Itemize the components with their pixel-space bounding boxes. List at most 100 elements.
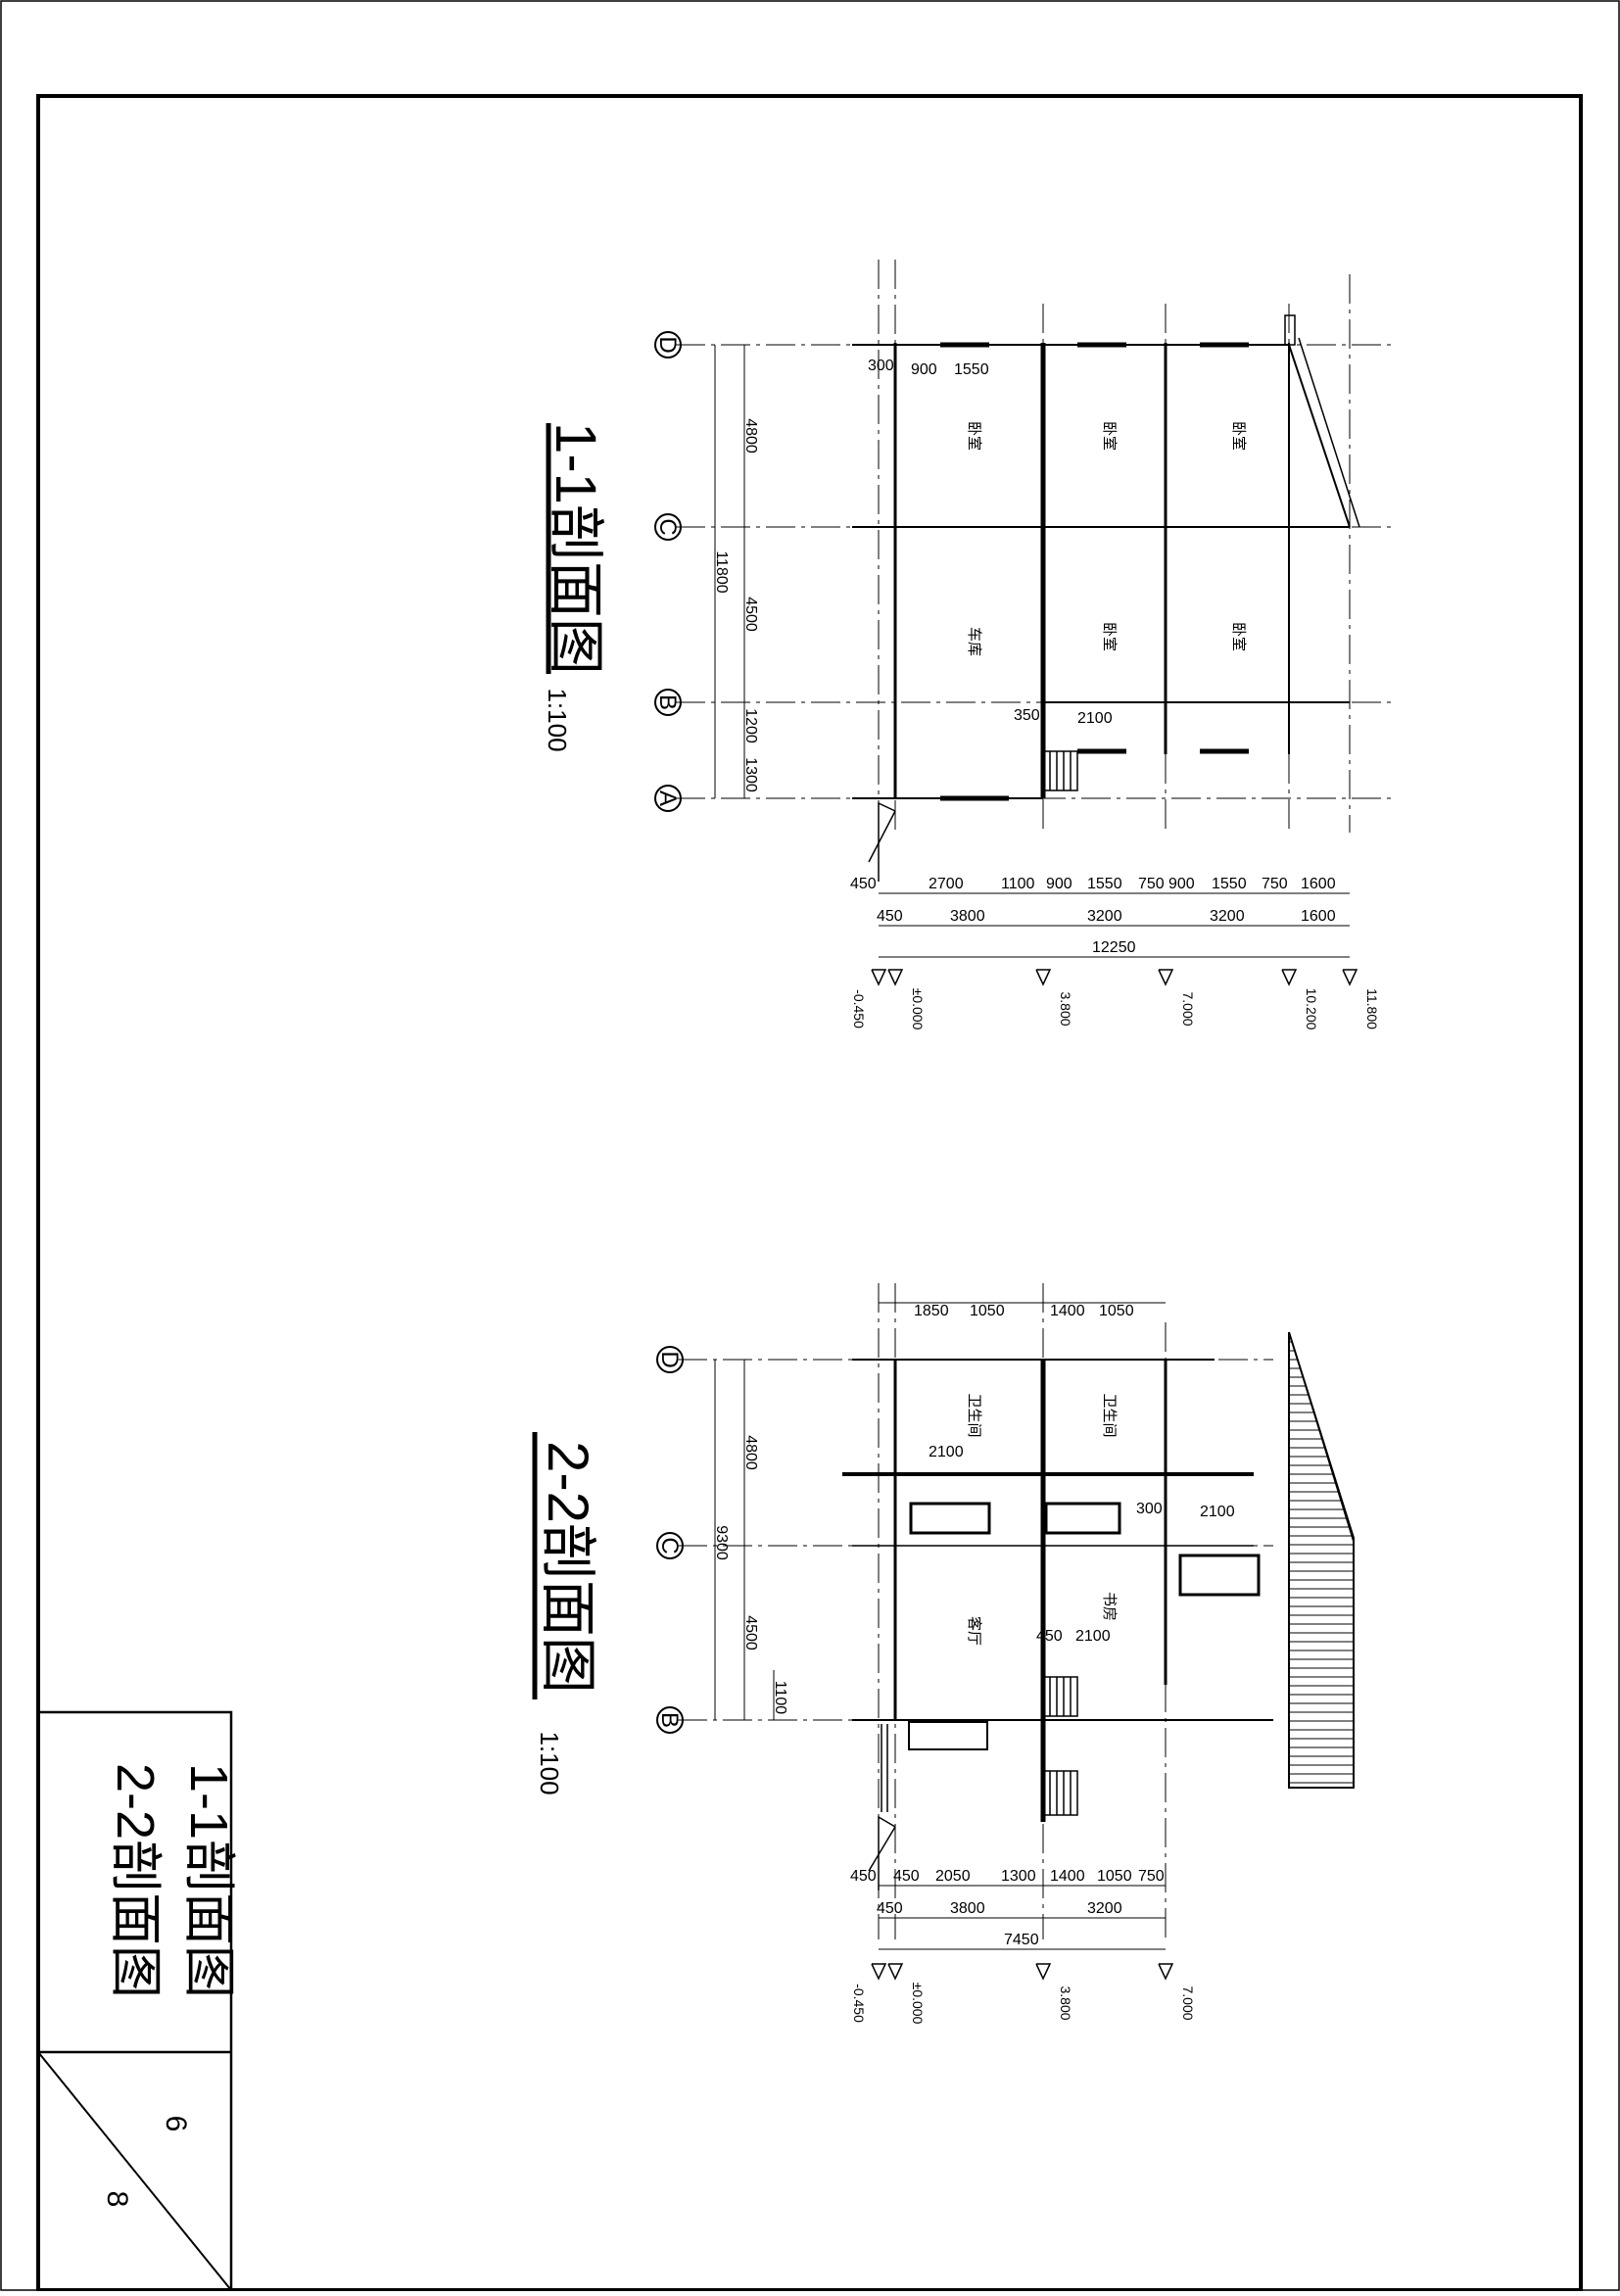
elevation-label: 3.800 bbox=[1058, 991, 1073, 1026]
axis-lines bbox=[676, 344, 1391, 799]
dim-label: 12250 bbox=[1092, 939, 1136, 956]
inner-frame bbox=[36, 94, 1583, 2292]
section-scale: 1:100 bbox=[543, 688, 572, 751]
elevation-label: 3.800 bbox=[1058, 1985, 1073, 2020]
dim-label: 900 bbox=[1168, 876, 1195, 892]
axis-bubble-d bbox=[656, 1346, 684, 1373]
axis-bubble-b bbox=[656, 1706, 684, 1734]
elevation-label: 7.000 bbox=[1180, 1985, 1196, 2020]
dim-label: 450 bbox=[877, 1900, 903, 1917]
dim-label: 1100 bbox=[1001, 876, 1035, 892]
room-label: 卫生间 bbox=[1101, 1393, 1118, 1437]
parapet bbox=[1284, 314, 1296, 346]
section-2-2 bbox=[656, 1283, 1355, 1981]
room-label: 车库 bbox=[966, 627, 982, 656]
axis-label: D bbox=[654, 336, 681, 353]
elevation-label: -0.450 bbox=[851, 1984, 867, 2023]
axis-label: C bbox=[656, 1537, 683, 1554]
elevation-label: -0.450 bbox=[851, 989, 867, 1028]
axis-bubble-c bbox=[656, 1532, 684, 1559]
dim-label: 1050 bbox=[1097, 1868, 1132, 1885]
dim-label: 450 bbox=[850, 1868, 877, 1885]
dim-label: 1050 bbox=[970, 1303, 1005, 1319]
axis-bubble-d bbox=[654, 331, 682, 359]
dim-label: 900 bbox=[1046, 876, 1072, 892]
roof-hatch bbox=[1288, 1331, 1355, 1789]
dim-label: 4800 bbox=[742, 1435, 759, 1470]
dim-label: 450 bbox=[893, 1868, 920, 1885]
dim-label: 2100 bbox=[929, 1444, 964, 1460]
dim-label: 1300 bbox=[1001, 1868, 1036, 1885]
sheet-number: 6 bbox=[160, 2116, 192, 2132]
dim-label: 1300 bbox=[742, 757, 759, 792]
dim-label: 1100 bbox=[772, 1681, 788, 1715]
dim-label: 3200 bbox=[1087, 908, 1122, 925]
section-2-2-labels: D C B 9300 4800 4500 1100 1850 1050 1400… bbox=[532, 1303, 1235, 2025]
dim-label: 1600 bbox=[1301, 908, 1336, 925]
dim-label: 3200 bbox=[1210, 908, 1245, 925]
dim-label: 450 bbox=[877, 908, 903, 925]
dim-label: 1550 bbox=[954, 361, 989, 378]
dim-label: 1600 bbox=[1301, 876, 1336, 892]
dim-label: 450 bbox=[850, 876, 877, 892]
dim-label: 1550 bbox=[1087, 876, 1122, 892]
room-label: 卧室 bbox=[1230, 622, 1247, 651]
dim-label: 3800 bbox=[950, 1900, 985, 1917]
dim-label: 2050 bbox=[935, 1868, 971, 1885]
axis-bubble-a bbox=[654, 785, 682, 812]
dim-label: 1400 bbox=[1050, 1868, 1085, 1885]
dim-label: 1400 bbox=[1050, 1303, 1085, 1319]
dim-label: 9300 bbox=[713, 1525, 730, 1560]
axis-label: A bbox=[654, 790, 681, 806]
door-opening bbox=[1044, 1502, 1121, 1535]
dim-label: 750 bbox=[1138, 876, 1165, 892]
dim-label: 2100 bbox=[1075, 1628, 1111, 1645]
section-scale: 1:100 bbox=[535, 1731, 564, 1794]
stair-b bbox=[1042, 750, 1078, 791]
dim-label: 300 bbox=[868, 358, 894, 374]
dim-label: 11800 bbox=[713, 550, 730, 593]
door-opening bbox=[909, 1502, 991, 1535]
dim-label: 750 bbox=[1138, 1868, 1165, 1885]
dim-label: 3800 bbox=[950, 908, 985, 925]
room-label: 客厅 bbox=[966, 1616, 982, 1646]
elevation-label: 10.200 bbox=[1304, 988, 1319, 1030]
dim-label: 4500 bbox=[742, 1615, 759, 1650]
dim-label: 1050 bbox=[1099, 1303, 1134, 1319]
drawing-name-line1: 1-1剖面图 bbox=[179, 1763, 238, 1998]
dim-label: 2100 bbox=[1200, 1504, 1235, 1520]
axis-label: B bbox=[654, 694, 681, 710]
elevation-label: 7.000 bbox=[1180, 991, 1196, 1026]
dim-label: 350 bbox=[1014, 707, 1040, 724]
dim-label: 1550 bbox=[1212, 876, 1247, 892]
elevation-markers bbox=[871, 969, 1358, 986]
dim-label: 900 bbox=[911, 361, 937, 378]
axis-label: B bbox=[656, 1712, 683, 1728]
door-opening bbox=[1178, 1554, 1261, 1597]
stair bbox=[881, 1676, 1078, 1816]
section-title: 2-2剖面图 bbox=[536, 1441, 599, 1694]
axis-label: D bbox=[656, 1351, 683, 1367]
axis-bubble-c bbox=[654, 513, 682, 541]
elevation-label: 11.800 bbox=[1364, 988, 1380, 1029]
title-block bbox=[36, 1710, 233, 2292]
dim-label: 3200 bbox=[1087, 1900, 1122, 1917]
dim-label: 450 bbox=[1036, 1628, 1063, 1645]
roof-hatch-lines bbox=[1289, 1341, 1354, 1784]
level-lines bbox=[878, 1283, 1167, 1939]
axis-bubble-b bbox=[654, 689, 682, 716]
room-label: 卧室 bbox=[1101, 421, 1118, 451]
dim-label: 300 bbox=[1136, 1501, 1163, 1517]
drawing-name-line2: 2-2剖面图 bbox=[106, 1763, 165, 1998]
elevation-label: ±0.000 bbox=[910, 988, 926, 1030]
room-label: 卧室 bbox=[1230, 421, 1247, 451]
dim-label: 7450 bbox=[1004, 1932, 1039, 1948]
room-label: 书房 bbox=[1101, 1592, 1118, 1621]
dim-label: 4500 bbox=[742, 597, 759, 632]
section-1-1 bbox=[654, 260, 1391, 986]
dim-label: 2700 bbox=[929, 876, 964, 892]
elevation-markers bbox=[871, 1963, 1174, 1981]
dim-label: 2100 bbox=[1077, 710, 1113, 727]
section-title: 1-1剖面图 bbox=[544, 422, 607, 675]
